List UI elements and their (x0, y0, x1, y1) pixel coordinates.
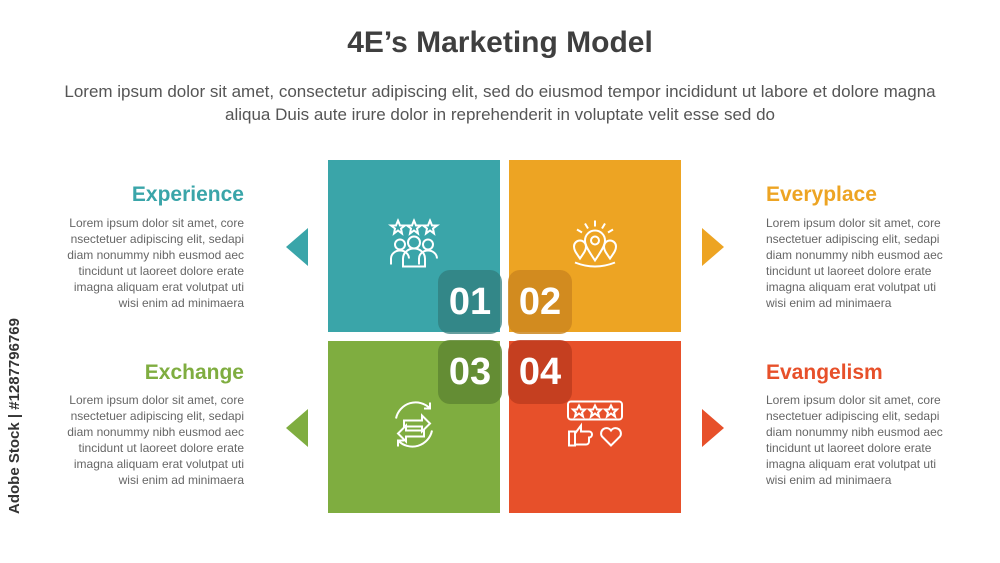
arrow-left-experience (286, 228, 308, 266)
body-exchange: Lorem ipsum dolor sit amet, core nsectet… (67, 393, 244, 487)
body-experience: Lorem ipsum dolor sit amet, core nsectet… (67, 216, 244, 310)
arrow-right-evangelism (702, 409, 724, 447)
heading-experience: Experience (131, 183, 244, 206)
body-everyplace: Lorem ipsum dolor sit amet, core nsectet… (766, 216, 943, 310)
number-badge-02: 02 (508, 270, 572, 334)
people-stars-icon (388, 217, 440, 274)
number-badge-04: 04 (508, 340, 572, 404)
heading-evangelism: Evangelism (766, 361, 883, 384)
exchange-arrows-icon (388, 399, 440, 456)
stock-watermark: Adobe Stock | #1287796769 (6, 318, 23, 514)
body-evangelism: Lorem ipsum dolor sit amet, core nsectet… (766, 393, 943, 487)
arrow-right-everyplace (702, 228, 724, 266)
heading-exchange: Exchange (144, 361, 244, 384)
arrow-left-exchange (286, 409, 308, 447)
number-badge-03: 03 (438, 340, 502, 404)
page-title: 4E’s Marketing Model (347, 26, 653, 59)
tile-experience (328, 160, 500, 332)
page-subtitle: Lorem ipsum dolor sit amet, consectetur … (64, 82, 936, 124)
number-badge-01: 01 (438, 270, 502, 334)
location-pins-icon (569, 219, 621, 274)
heading-everyplace: Everyplace (766, 183, 877, 206)
review-like-icon (565, 400, 625, 455)
